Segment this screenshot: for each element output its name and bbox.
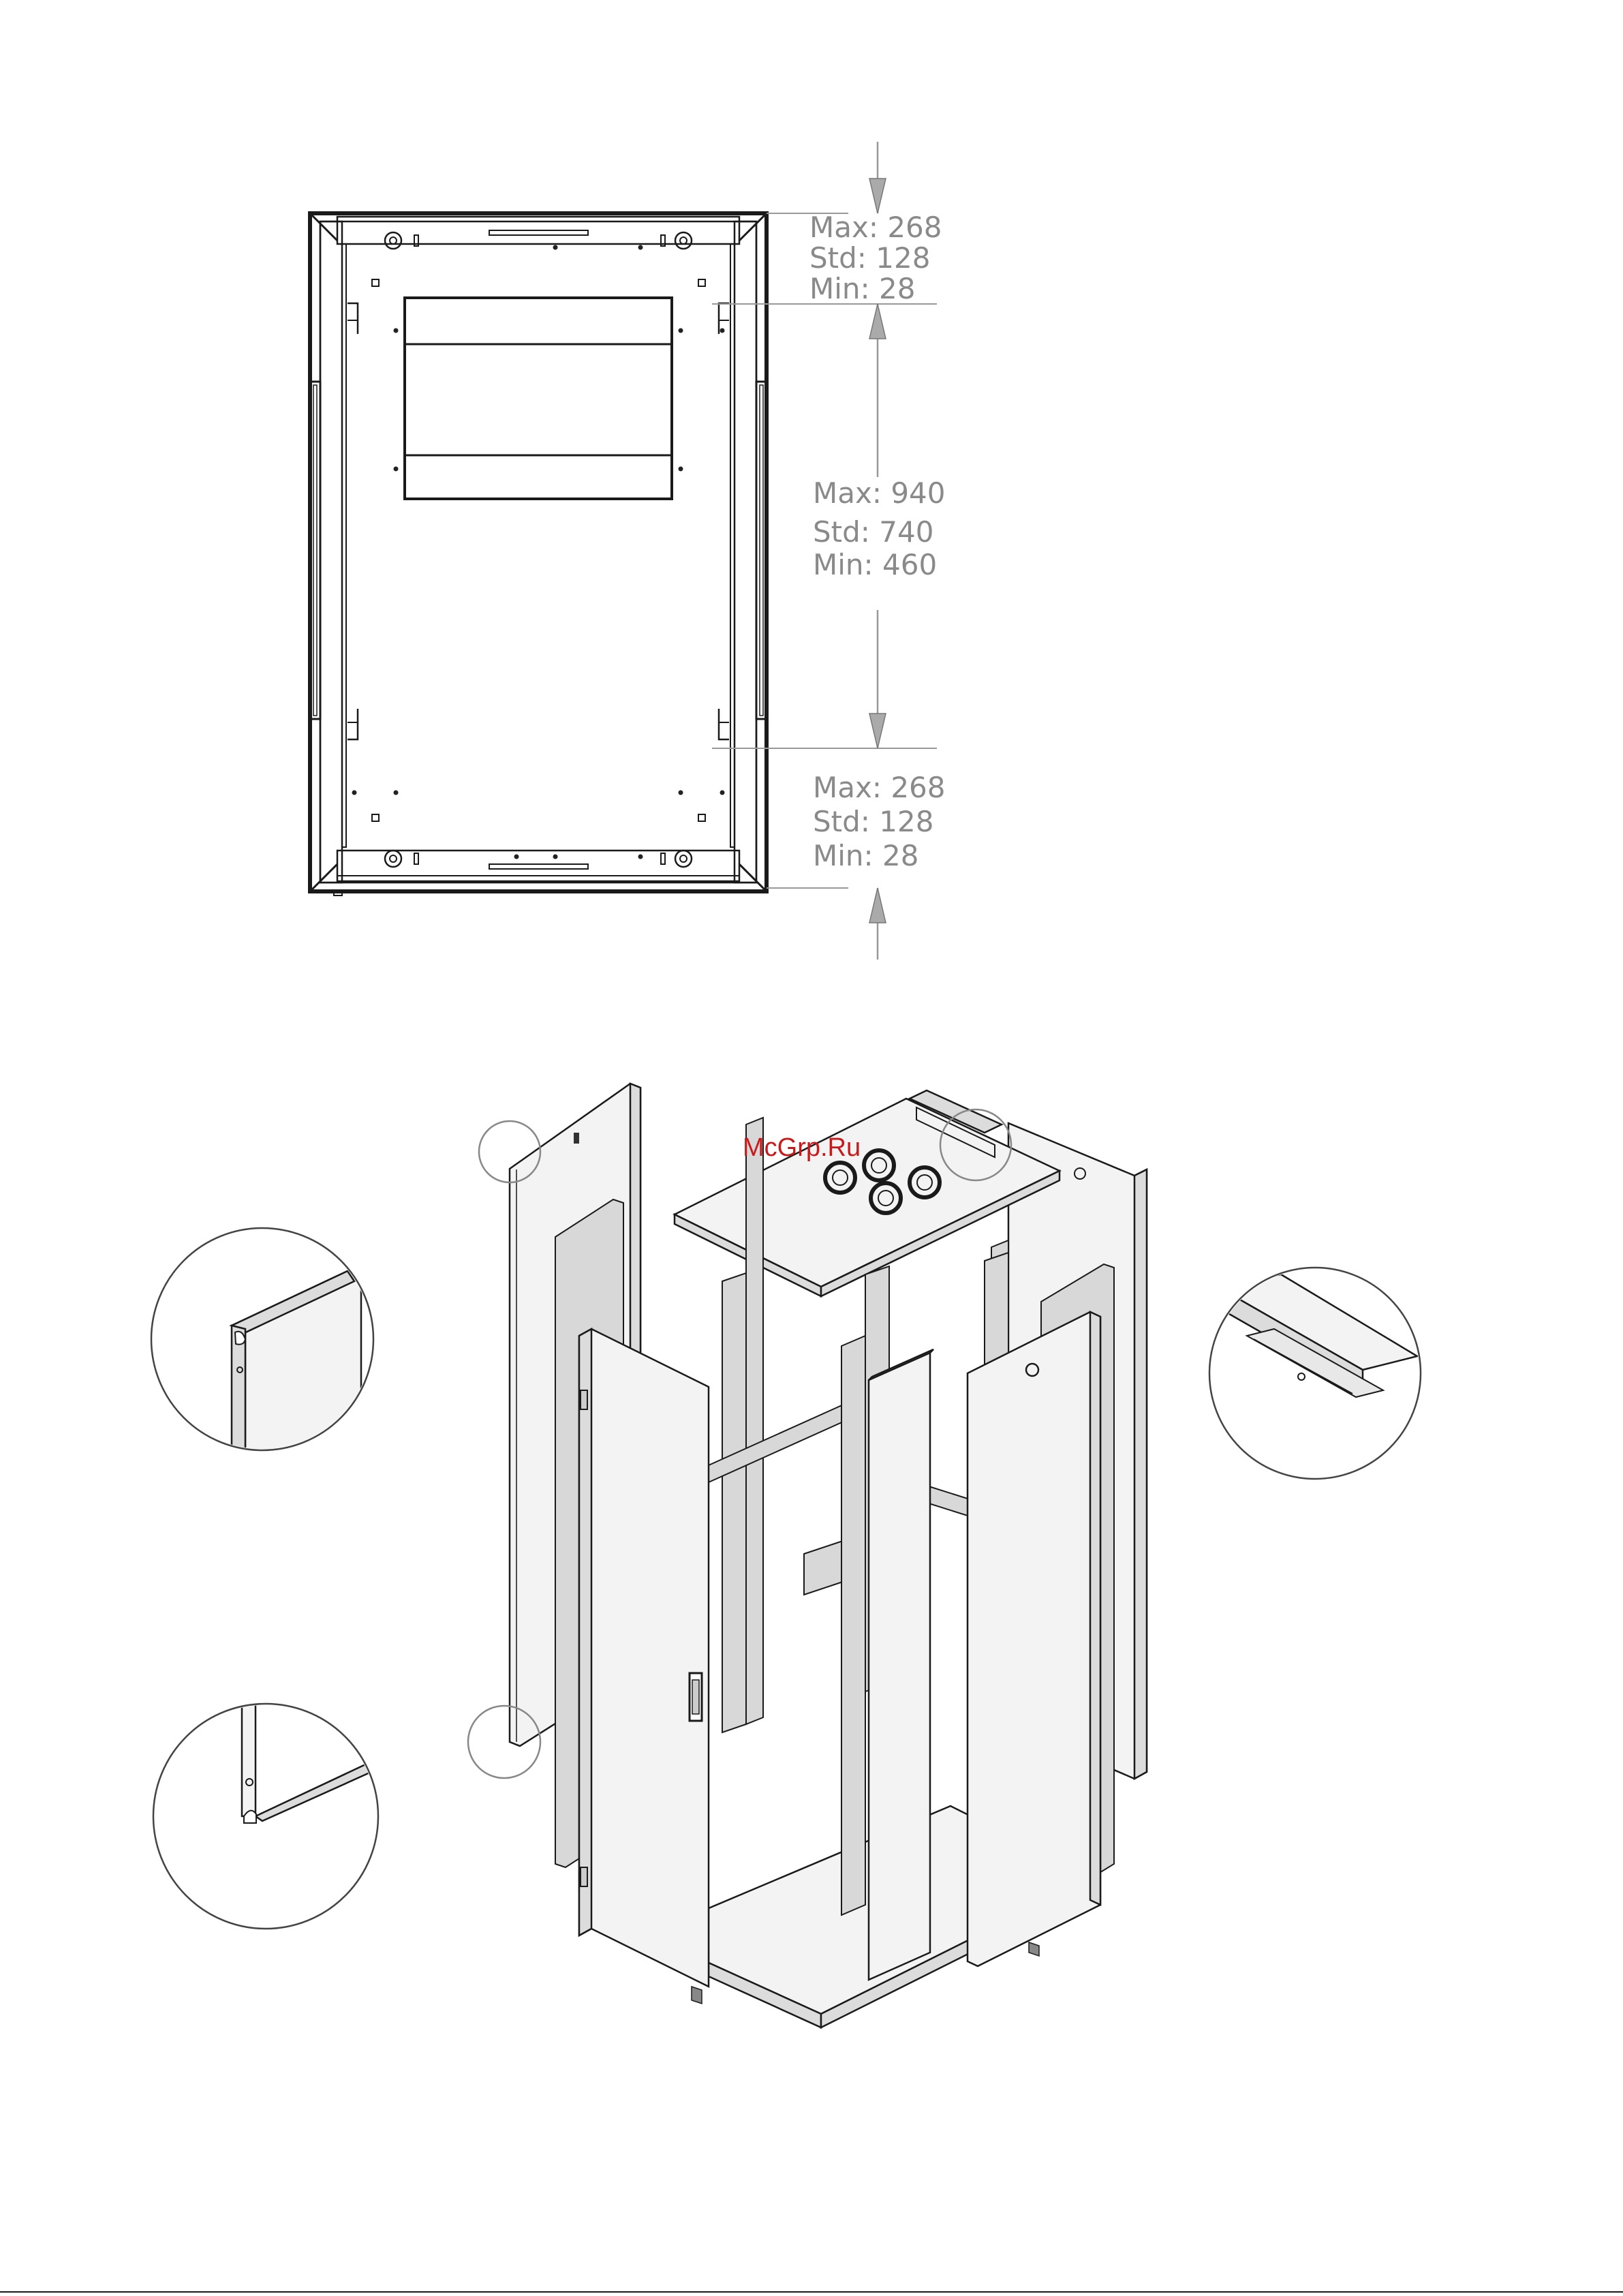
top-gap-std: Std: 128 bbox=[809, 241, 930, 275]
front-door bbox=[579, 1329, 709, 2004]
rail-spacing-labels: Max: 940 Std: 740 Min: 460 bbox=[813, 476, 946, 581]
top-view-plan: Max: 268 Std: 128 Min: 28 Max: 940 Std: … bbox=[310, 142, 946, 960]
bottom-gap-labels: Max: 268 Std: 128 Min: 28 bbox=[813, 771, 946, 872]
top-gap-min: Min: 28 bbox=[809, 272, 915, 305]
bottom-gap-max: Max: 268 bbox=[813, 771, 946, 804]
rail-spacing-std: Std: 740 bbox=[813, 515, 933, 549]
middle-side-panel bbox=[869, 1349, 933, 1980]
exploded-cabinet-view: McGrp.Ru bbox=[468, 1084, 1147, 2027]
detail-callout-bottom-left bbox=[153, 1700, 378, 1929]
detail-ring-bottom-left bbox=[468, 1706, 540, 1778]
watermark: McGrp.Ru bbox=[743, 1133, 861, 1162]
detail-callout-right bbox=[1209, 1268, 1421, 1479]
rail-spacing-max: Max: 940 bbox=[813, 476, 946, 510]
bottom-gap-std: Std: 128 bbox=[813, 805, 933, 838]
top-gap-labels: Max: 268 Std: 128 Min: 28 bbox=[809, 211, 942, 305]
top-gap-max: Max: 268 bbox=[809, 211, 942, 244]
bottom-gap-min: Min: 28 bbox=[813, 839, 918, 872]
rail-spacing-min: Min: 460 bbox=[813, 548, 937, 581]
right-door bbox=[968, 1312, 1100, 1966]
detail-callout-top-left bbox=[151, 1228, 373, 1458]
